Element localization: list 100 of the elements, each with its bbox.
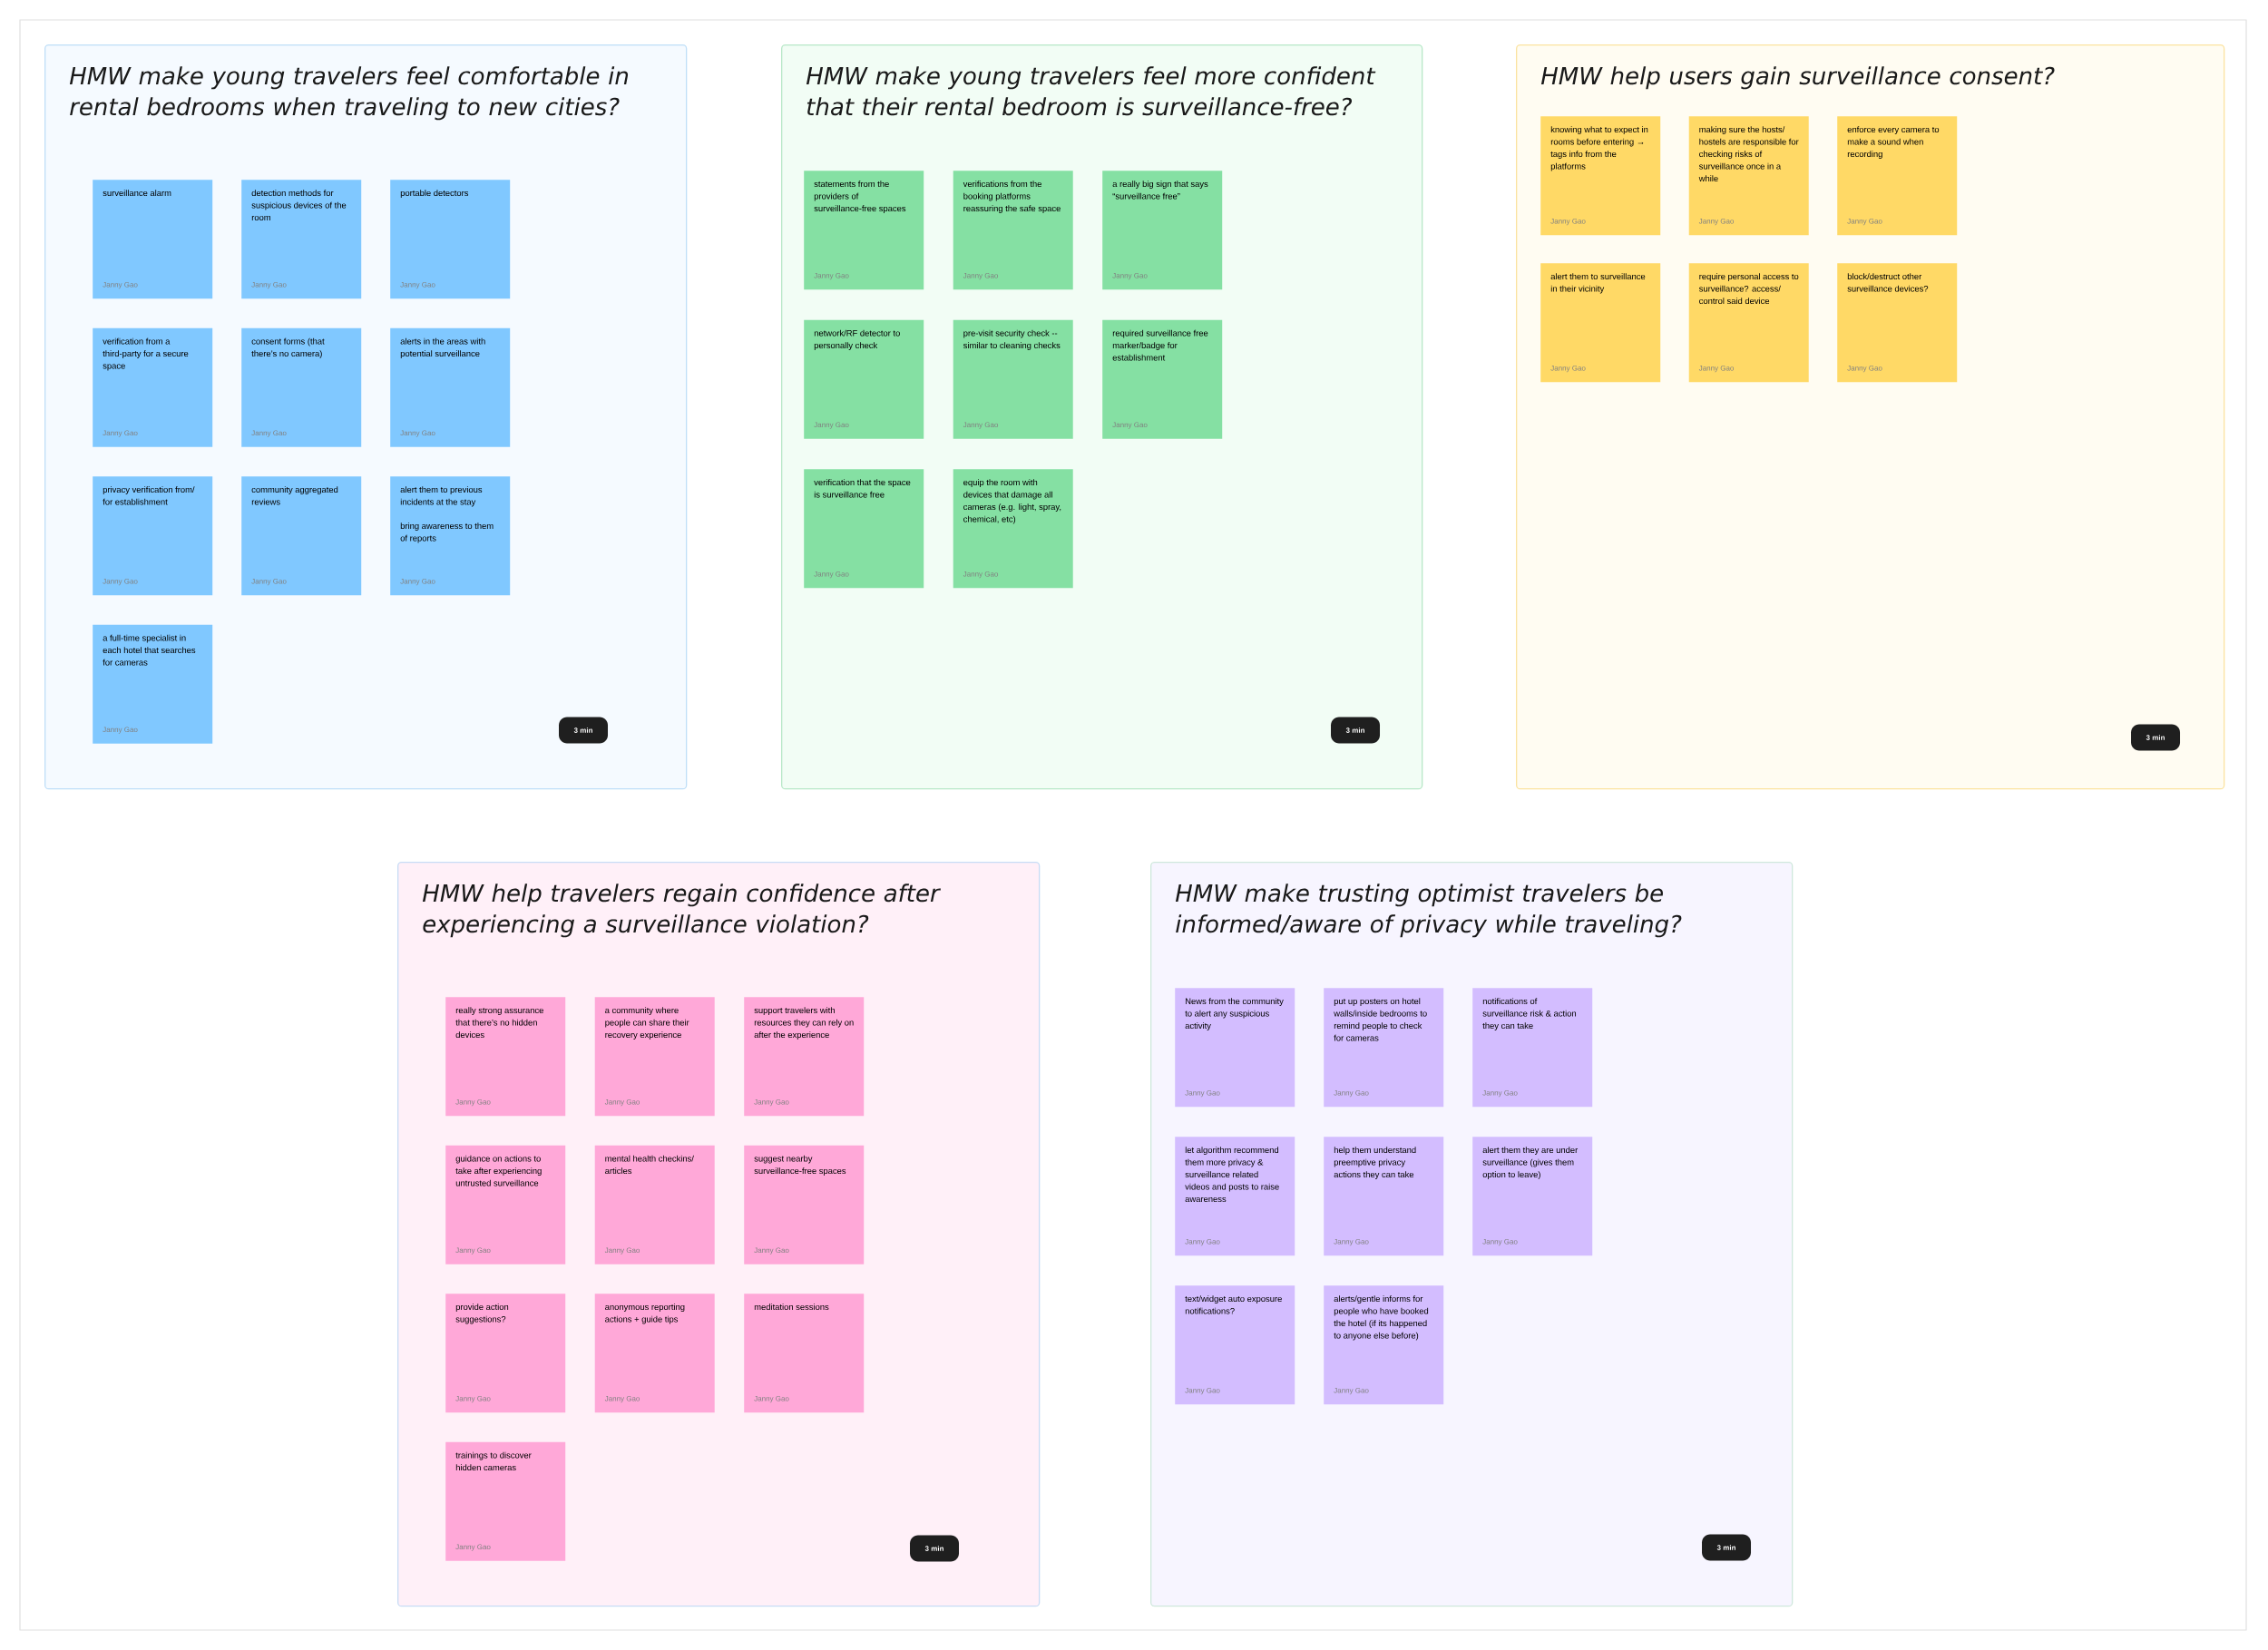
- sticky-note: [1102, 171, 1223, 290]
- sticky-note: [1102, 319, 1223, 439]
- sticky-note: [744, 1145, 865, 1264]
- note-text: trainings to discover hidden cameras: [455, 1451, 532, 1471]
- author-name: Janny Gao: [103, 727, 138, 734]
- author-name: Janny Gao: [604, 1247, 640, 1255]
- note-text: alerts in the areas with potential surveillance: [400, 337, 485, 358]
- note-text: network/RF detector to personally check: [814, 329, 900, 350]
- author-name: Janny Gao: [103, 281, 138, 289]
- sticky-note: [594, 1294, 715, 1413]
- heading: HMW make young travelers feel comfortable in rental bedrooms when traveling to new cities?: [69, 66, 629, 121]
- note-text: guidance on actions to take after experiencing untrusted surveillance: [455, 1155, 542, 1186]
- author-name: Janny Gao: [754, 1098, 789, 1107]
- heading: HMW help users gain surveillance consent?: [1540, 66, 2055, 90]
- author-name: Janny Gao: [814, 272, 849, 280]
- author-name: Janny Gao: [1112, 422, 1148, 429]
- sticky-note: [804, 319, 924, 439]
- author-name: Janny Gao: [814, 571, 849, 579]
- note-text: enforce every camera to make a sound when recording: [1847, 126, 1940, 159]
- sticky-note: [1688, 263, 1809, 383]
- note-text: provide action suggestions?: [455, 1303, 509, 1324]
- note-text: detection methods for suspicious devices of the room: [251, 190, 347, 221]
- sticky-note: [93, 180, 213, 299]
- sticky-note: [390, 180, 511, 299]
- note-text: verifications from the booking platforms reassuring the safe space: [963, 181, 1061, 213]
- sticky-note: [594, 1145, 715, 1264]
- sticky-note: [744, 997, 865, 1117]
- author-name: Janny Gao: [400, 430, 435, 437]
- note-text: verification from a third-party for a secure space: [103, 337, 189, 371]
- author-name: Janny Gao: [103, 430, 138, 437]
- sticky-note: [390, 476, 511, 596]
- author-name: Janny Gao: [455, 1098, 491, 1107]
- heading: HMW help travelers regain confidence after experiencing a surveillance violation?: [422, 884, 941, 938]
- sticky-note: [594, 997, 715, 1117]
- sticky-note: [445, 1145, 566, 1264]
- sticky-note: [445, 997, 566, 1117]
- note-text: a full-time specialist in each hotel that searches for cameras: [103, 634, 196, 666]
- note-text: bring awareness to them of reports: [400, 522, 494, 543]
- author-name: Janny Gao: [963, 571, 999, 579]
- note-text: equip the room with devices that damage all cameras (e.g. light, spray, chemical, etc): [963, 479, 1061, 524]
- author-name: Janny Gao: [400, 578, 435, 586]
- note-text: making sure the hosts/ hostels are responsible for checking risks of surveillance once in a while: [1698, 126, 1799, 182]
- note-text: require personal access to surveillance? access/ control said device: [1699, 273, 1799, 305]
- sticky-note: [1324, 1137, 1444, 1256]
- sticky-note: [953, 469, 1073, 589]
- sticky-note: [1540, 263, 1661, 383]
- note-text: alert them to surveillance in their vicinity: [1550, 273, 1646, 294]
- sticky-note: [804, 171, 924, 290]
- sticky-note: [1472, 1137, 1593, 1256]
- note-text: surveillance alarm: [103, 190, 171, 197]
- author-name: Janny Gao: [455, 1247, 491, 1255]
- author-name: Janny Gao: [1550, 365, 1586, 373]
- author-name: Janny Gao: [963, 422, 999, 429]
- author-name: Janny Gao: [251, 430, 287, 437]
- note-text: portable detectors: [400, 190, 469, 198]
- author-name: Janny Gao: [251, 281, 287, 289]
- note-text: a really big sign that says “surveillance free”: [1112, 181, 1208, 200]
- sticky-note: [744, 1294, 865, 1413]
- sticky-note: [1175, 1285, 1295, 1405]
- sticky-note: [1175, 988, 1295, 1108]
- note-text: a community where people can share their recovery experience: [605, 1007, 689, 1040]
- sticky-note: [241, 180, 362, 299]
- author-name: Janny Gao: [754, 1395, 789, 1403]
- author-name: Janny Gao: [1185, 1387, 1220, 1395]
- sticky-note: [1540, 116, 1661, 236]
- heading: HMW make trusting optimist travelers be informed/aware of privacy while traveling?: [1175, 884, 1682, 938]
- sticky-note: [1837, 116, 1958, 236]
- author-name: Janny Gao: [455, 1395, 491, 1403]
- author-name: Janny Gao: [1334, 1387, 1369, 1395]
- sticky-note: [804, 469, 924, 589]
- author-name: Janny Gao: [754, 1247, 789, 1255]
- author-name: Janny Gao: [1334, 1089, 1369, 1098]
- sticky-note: [1837, 263, 1958, 383]
- note-text: put up posters on hotel walls/inside bedrooms to remind people to check for cameras: [1334, 998, 1427, 1041]
- note-text: pre-visit security check -- similar to cleaning checks: [963, 329, 1061, 350]
- sticky-note: [445, 1441, 566, 1561]
- note-text: anonymous reporting actions + guide tips: [605, 1303, 685, 1324]
- sticky-note: [241, 476, 362, 596]
- sticky-note: [1175, 1137, 1295, 1256]
- author-name: Janny Gao: [1847, 218, 1882, 226]
- note-text: text/widget auto exposure notifications?: [1185, 1295, 1282, 1314]
- note-text: knowing what to expect in rooms before entering → tags info from the platforms: [1550, 126, 1648, 171]
- sticky-note: [93, 476, 213, 596]
- note-text: mental health checkins/ articles: [605, 1155, 694, 1175]
- note-text: alert them they are under surveillance (gives them option to leave): [1482, 1147, 1579, 1179]
- note-text: community aggregated reviews: [251, 486, 338, 505]
- note-text: let algorithm recommend them more privacy & surveillance related videos and posts to raise awareness: [1185, 1147, 1279, 1203]
- note-text: support travelers with resources they can rely on after the experience: [754, 1007, 854, 1040]
- author-name: Janny Gao: [604, 1395, 640, 1403]
- sticky-note: [1472, 988, 1593, 1108]
- author-name: Janny Gao: [814, 422, 849, 429]
- sticky-note: [1324, 988, 1444, 1108]
- author-name: Janny Gao: [1185, 1238, 1220, 1246]
- author-name: Janny Gao: [963, 272, 999, 280]
- sticky-note: [953, 319, 1073, 439]
- author-name: Janny Gao: [1334, 1238, 1369, 1246]
- sticky-note: [1324, 1285, 1444, 1405]
- sticky-note: [93, 624, 213, 744]
- note-text: verification that the space is surveillance free: [814, 479, 911, 498]
- author-name: Janny Gao: [103, 578, 138, 586]
